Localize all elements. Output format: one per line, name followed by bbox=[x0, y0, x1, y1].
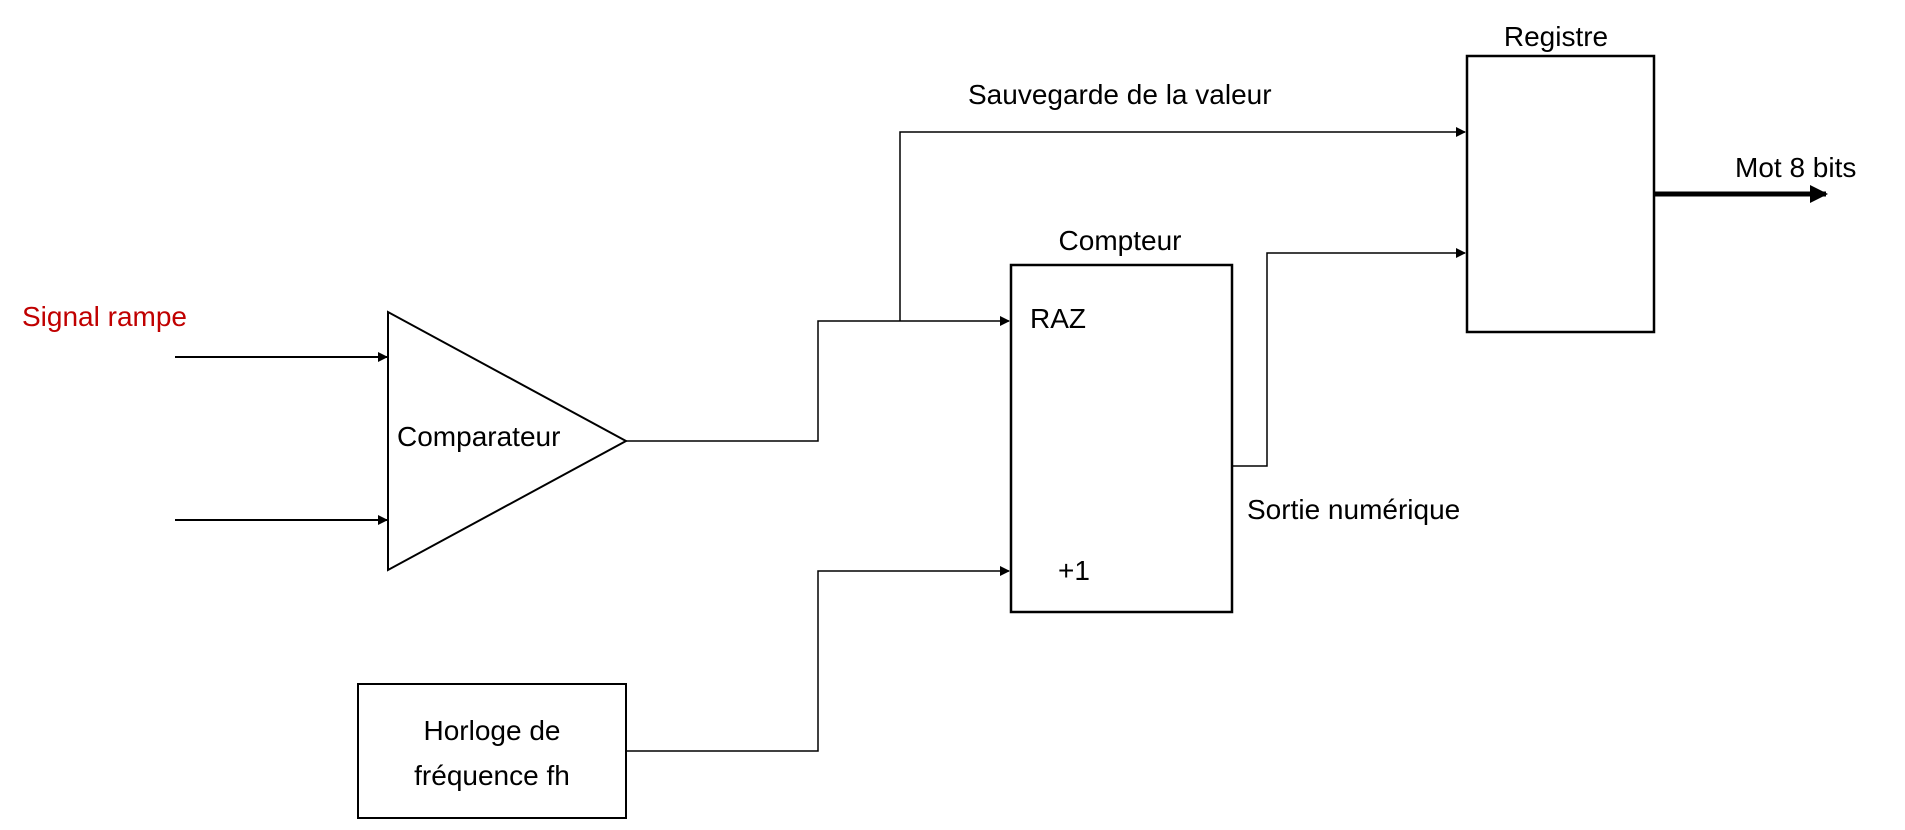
digital-output-label: Sortie numérique bbox=[1247, 494, 1460, 525]
clock-label-line1: Horloge de bbox=[424, 715, 561, 746]
comparator-to-raz-wire bbox=[626, 316, 1010, 442]
increment-label: +1 bbox=[1058, 555, 1090, 586]
save-value-label: Sauvegarde de la valeur bbox=[968, 79, 1272, 110]
register-box bbox=[1465, 54, 1656, 334]
register-label: Registre bbox=[1504, 21, 1608, 52]
comparator-label: Comparateur bbox=[397, 421, 560, 452]
comparator-triangle bbox=[387, 310, 629, 572]
raz-label: RAZ bbox=[1030, 303, 1086, 334]
clock-to-counter-wire bbox=[626, 566, 1010, 752]
signal-rampe-label: Signal rampe bbox=[22, 301, 187, 332]
clock-box bbox=[357, 683, 627, 819]
counter-label: Compteur bbox=[1059, 225, 1182, 256]
output-word-label: Mot 8 bits bbox=[1735, 152, 1856, 183]
counter-box bbox=[1009, 263, 1234, 614]
save-value-wire bbox=[899, 127, 1466, 321]
clock-label-line2: fréquence fh bbox=[414, 760, 570, 791]
counter-to-register-wire bbox=[1232, 248, 1466, 467]
